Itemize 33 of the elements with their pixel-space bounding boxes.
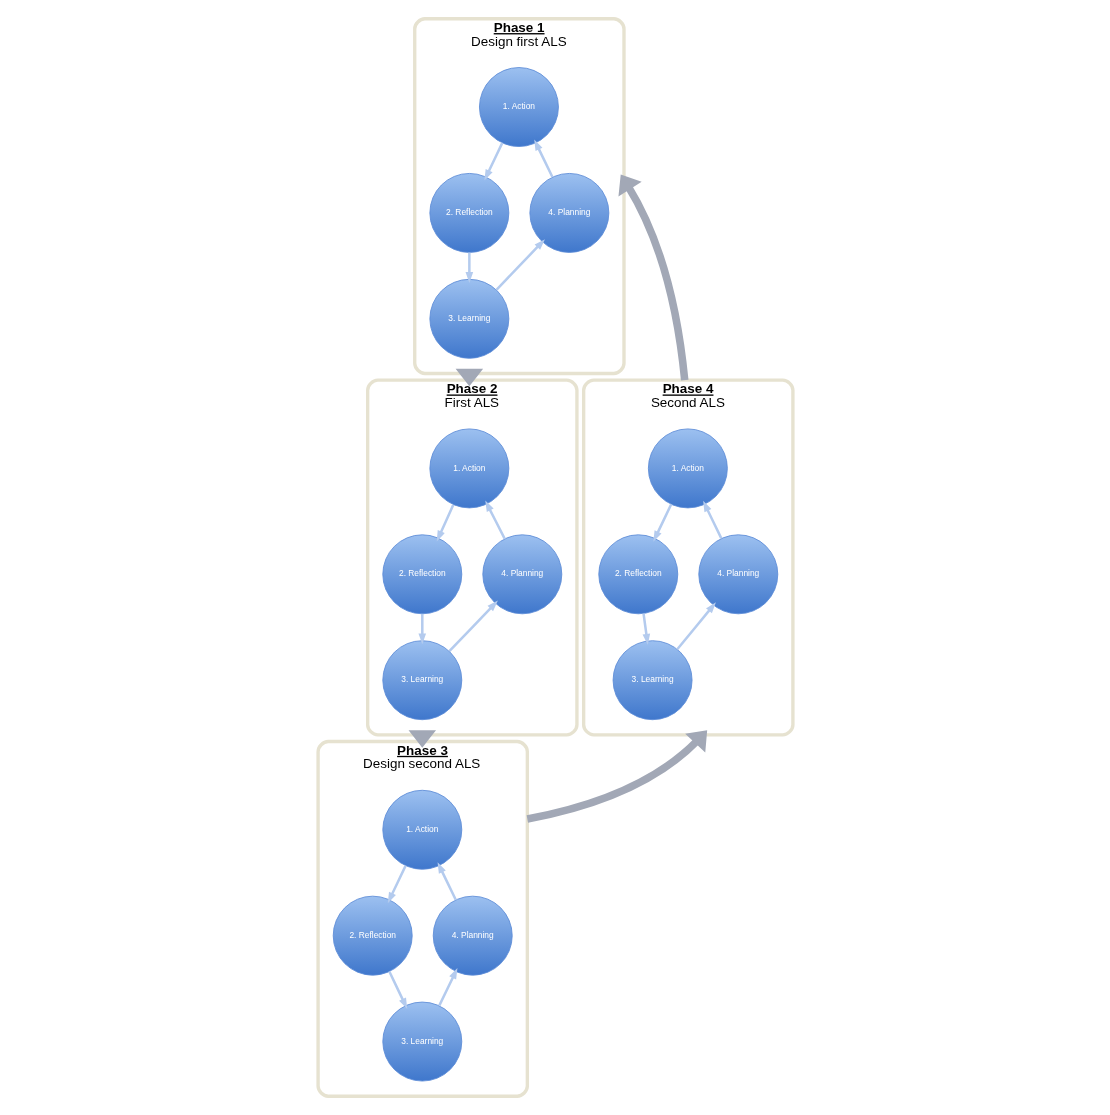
arrow — [436, 504, 454, 542]
node-circle: 1. Action — [478, 67, 559, 147]
arrow — [465, 252, 473, 283]
arrow — [437, 968, 457, 1007]
node-circle: 3. Learning — [612, 640, 692, 721]
arrow — [437, 862, 457, 901]
node-circle: 2. Reflection — [381, 534, 462, 615]
node-circle: 3. Learning — [428, 278, 509, 359]
arrow — [483, 142, 503, 181]
node-circle: 2. Reflection — [428, 173, 509, 253]
node-circle: 2. Reflection — [332, 895, 413, 976]
arrow — [526, 730, 707, 823]
arrow — [447, 600, 498, 652]
arrow — [641, 613, 650, 645]
arrow — [495, 239, 545, 291]
arrow — [652, 503, 672, 542]
node-circle: 1. Action — [647, 428, 728, 509]
node-circle: 4. Planning — [432, 895, 513, 976]
arrow — [387, 970, 407, 1010]
arrow — [702, 500, 722, 539]
node-circle: 1. Action — [381, 789, 462, 870]
arrow — [484, 500, 506, 540]
arrow — [417, 613, 426, 645]
arrow — [455, 368, 483, 387]
arrow — [408, 730, 436, 748]
arrow — [617, 174, 688, 381]
arrow — [533, 139, 554, 178]
node-circle: 3. Learning — [381, 640, 462, 721]
node-circle: 1. Action — [428, 428, 509, 509]
node-circle: 2. Reflection — [597, 534, 678, 615]
arrow — [387, 865, 407, 904]
arrow — [675, 602, 716, 651]
node-circle: 3. Learning — [381, 1001, 462, 1082]
